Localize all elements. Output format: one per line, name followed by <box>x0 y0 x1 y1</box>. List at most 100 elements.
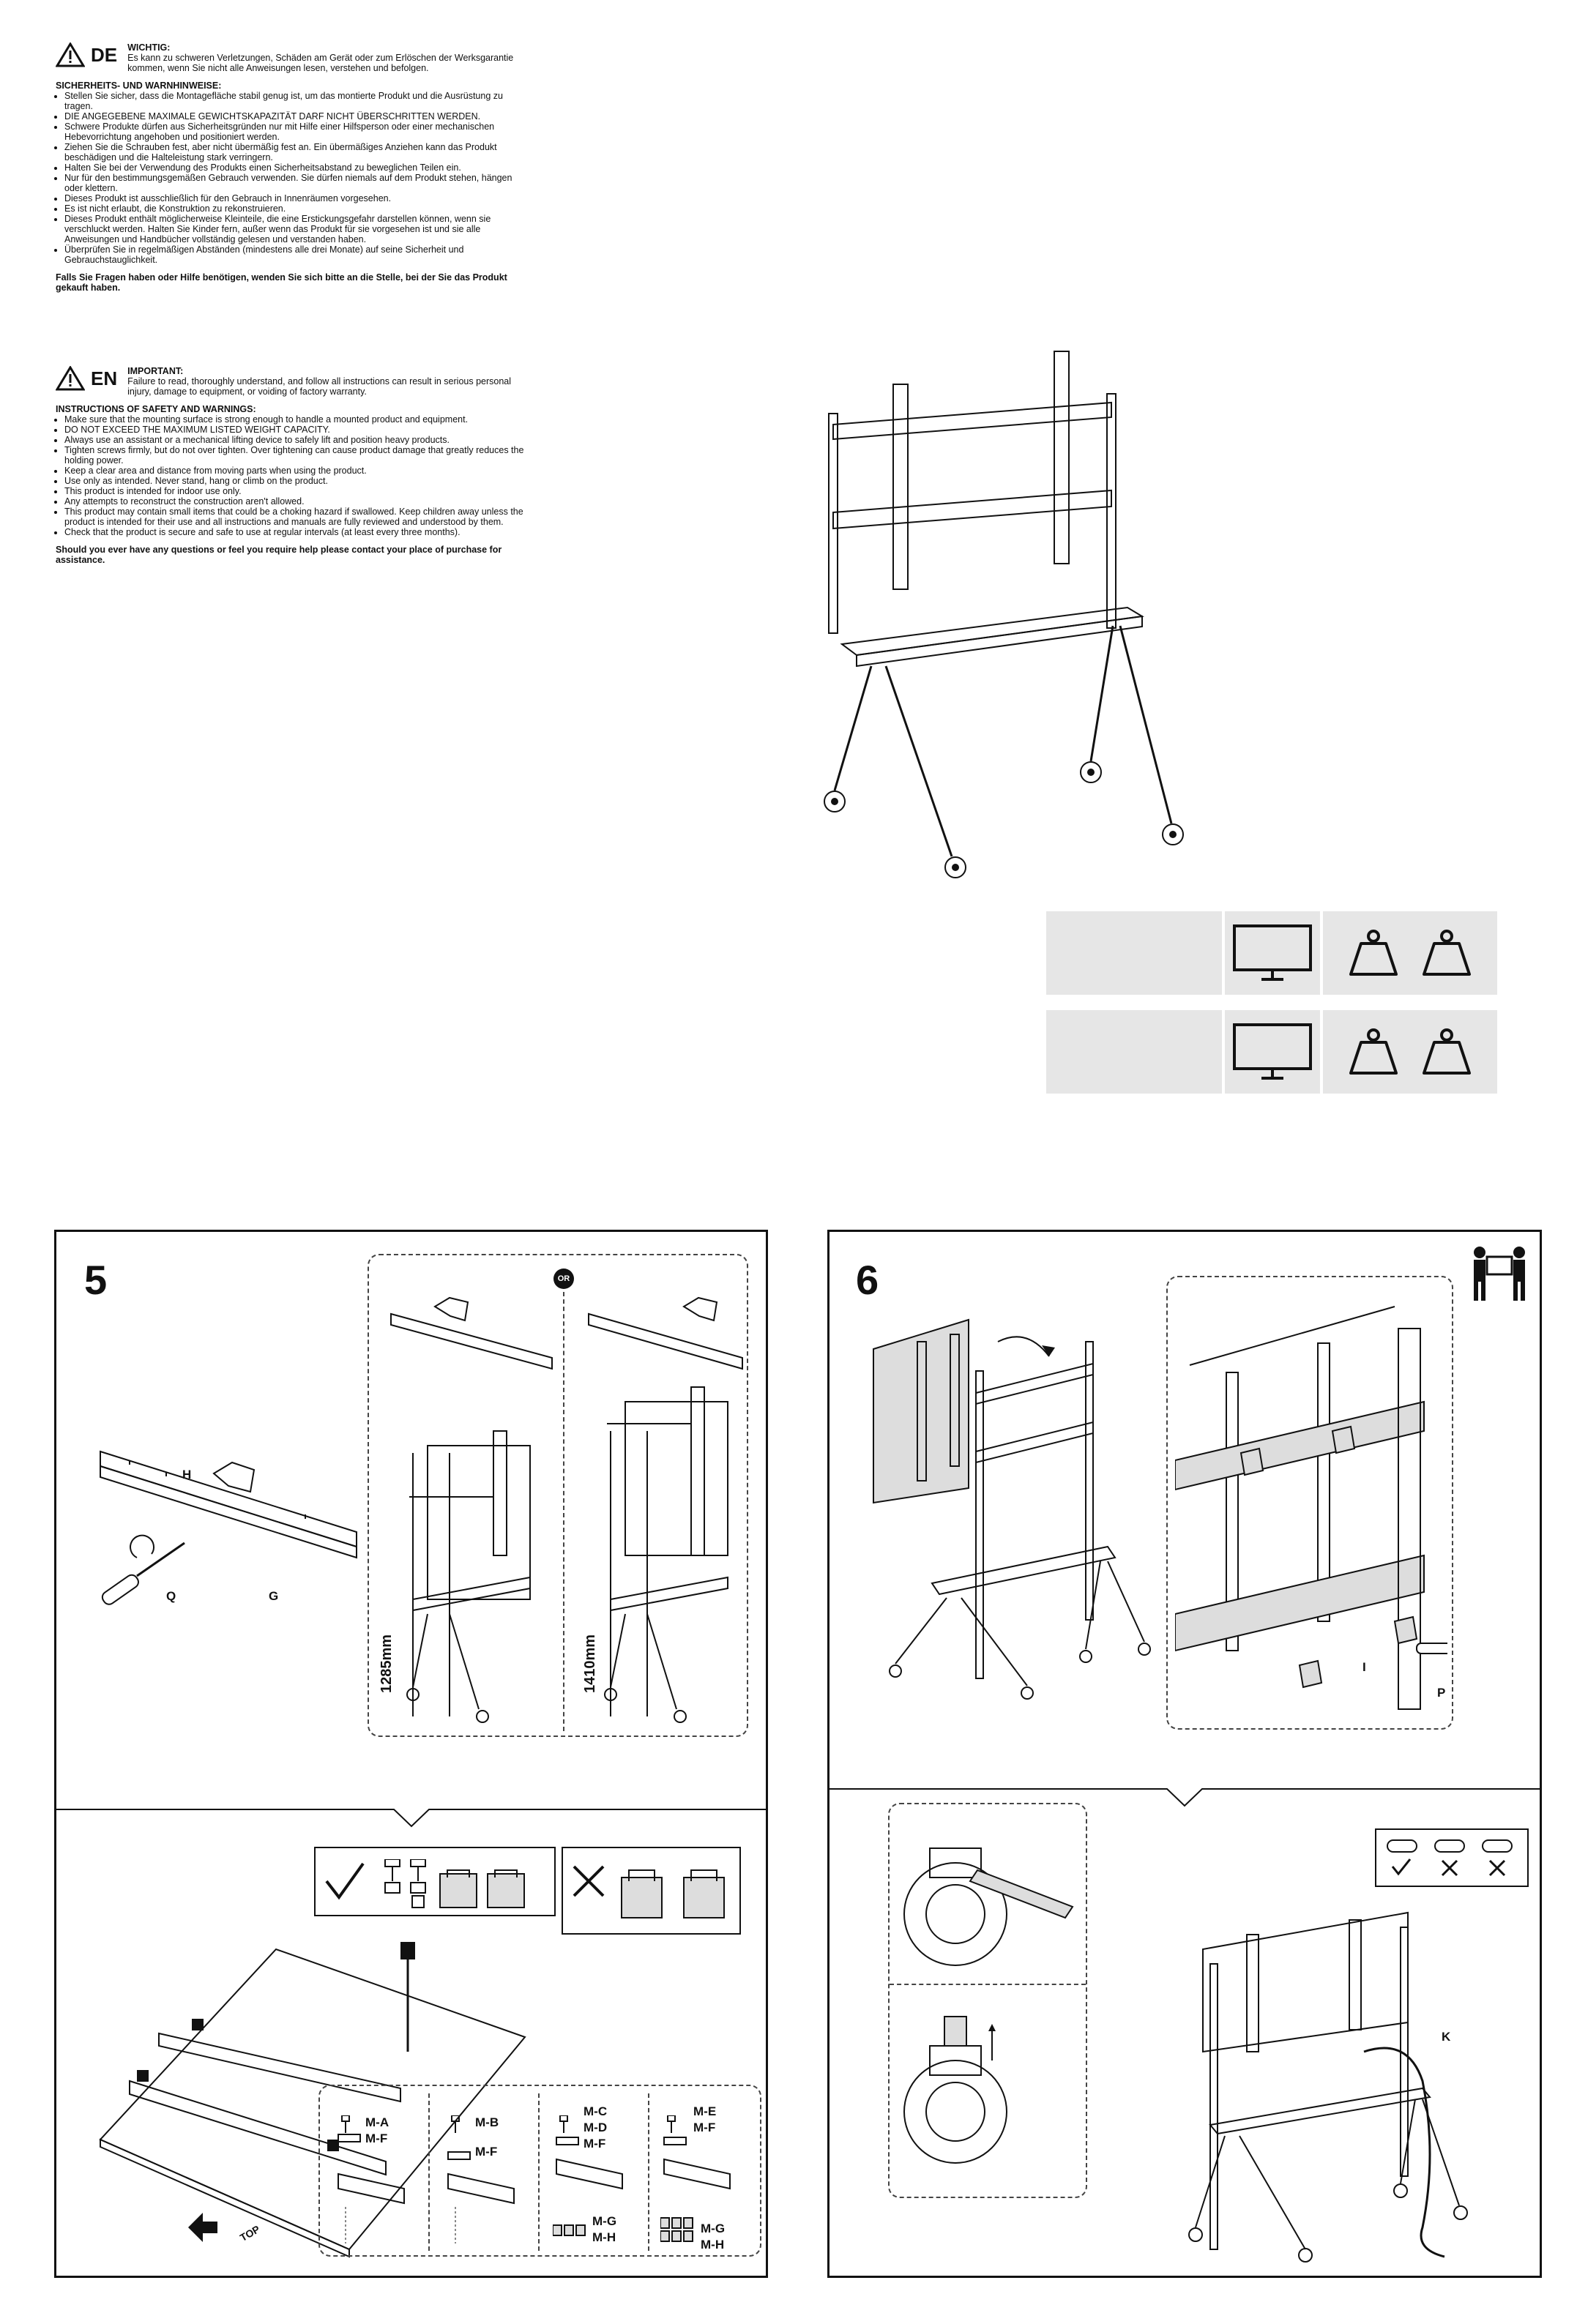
list-item: DO NOT EXCEED THE MAXIMUM LISTED WEIGHT … <box>64 425 524 435</box>
caster-detail-box <box>888 1803 1087 2198</box>
list-item: Überprüfen Sie in regelmäßigen Abständen… <box>64 244 524 265</box>
hw-divider <box>538 2093 540 2251</box>
check-icon <box>325 1862 365 1900</box>
language-code-en: EN <box>91 367 118 389</box>
cross-icon <box>573 1865 605 1897</box>
weight-icon <box>1349 930 1398 976</box>
hw-divider <box>428 2093 430 2251</box>
list-item: Stellen Sie sicher, dass die Montagefläc… <box>64 91 524 111</box>
hw-set-4-illustration <box>660 2115 731 2242</box>
list-item: Es ist nicht erlaubt, die Konstruktion z… <box>64 203 524 214</box>
weight-icon <box>1423 930 1471 976</box>
important-title-de: WICHTIG: <box>127 42 171 53</box>
tv-back-illustration <box>99 1942 526 2258</box>
monitor-icon <box>1233 924 1312 981</box>
monitor-icon <box>1233 1023 1312 1080</box>
language-code-de: DE <box>91 44 118 66</box>
contact-note-de: Falls Sie Fragen haben oder Hilfe benöti… <box>56 272 507 293</box>
spec-label-cell <box>1046 911 1222 995</box>
caster-lock-illustration <box>903 1847 1074 1966</box>
important-title-en: IMPORTANT: <box>127 366 184 376</box>
list-item: This product may contain small items tha… <box>64 507 524 527</box>
step-number: 6 <box>856 1257 879 1303</box>
hw-label: M-H <box>701 2238 725 2252</box>
list-item: Dieses Produkt ist ausschließlich für de… <box>64 193 524 203</box>
list-item: Check that the product is secure and saf… <box>64 527 524 537</box>
safety-list-en: Make sure that the mounting surface is s… <box>56 414 524 537</box>
dimension-1285: 1285mm <box>379 1634 395 1693</box>
bracket-lock-detail-box <box>1166 1276 1453 1730</box>
hw-set-3-illustration <box>553 2115 623 2236</box>
or-badge: OR <box>553 1269 574 1289</box>
wrong-screw-icon <box>621 1869 725 1918</box>
hw-label: M-B <box>475 2115 499 2129</box>
lock-indicator-box <box>1375 1828 1529 1887</box>
screw-icon <box>384 1859 525 1908</box>
label-h: H <box>182 1468 192 1482</box>
divider-notch <box>393 1809 430 1828</box>
important-text-de: Es kann zu schweren Verletzungen, Schäde… <box>127 53 514 73</box>
spec-monitor-cell <box>1225 1010 1320 1094</box>
safety-section-title-en: INSTRUCTIONS OF SAFETY AND WARNINGS: <box>56 404 256 414</box>
hw-label: M-F <box>365 2131 388 2145</box>
spec-row-2 <box>1046 1010 1497 1094</box>
caster-adjust-illustration <box>903 2016 1007 2164</box>
list-item: Schwere Produkte dürfen aus Sicherheitsg… <box>64 122 524 142</box>
hw-label: M-F <box>584 2137 606 2151</box>
list-item: Keep a clear area and distance from movi… <box>64 466 524 476</box>
weight-icon <box>1349 1028 1398 1075</box>
list-item: Nur für den bestimmungsgemäßen Gebrauch … <box>64 173 524 193</box>
lock-state-icons <box>1387 1839 1513 1877</box>
two-people-carry-icon <box>1474 1247 1525 1301</box>
hw-label: M-A <box>365 2115 389 2129</box>
divider-notch <box>1166 1788 1203 1807</box>
step-5-panel: 5 H Q G OR <box>54 1230 768 2278</box>
spec-monitor-cell <box>1225 911 1320 995</box>
hardware-options-box: M-A M-F M-B M-F M-C M-D M-F M-G M-H M-E … <box>318 2085 761 2257</box>
label-k: K <box>1442 2030 1451 2044</box>
tv-stand-illustration <box>824 351 1184 878</box>
safety-list-de: Stellen Sie sicher, dass die Montagefläc… <box>56 91 524 265</box>
spec-row-1 <box>1046 911 1497 995</box>
label-i: I <box>1362 1660 1366 1674</box>
bracket-lock-illustration <box>1175 1306 1447 1710</box>
mount-options-detail-box: OR <box>368 1254 748 1737</box>
hw-label: M-E <box>693 2104 717 2118</box>
list-item: Ziehen Sie die Schrauben fest, aber nich… <box>64 142 524 162</box>
hw-label: M-F <box>475 2145 498 2159</box>
hw-set-1-illustration <box>338 2115 405 2243</box>
list-item: Dieses Produkt enthält möglicherweise Kl… <box>64 214 524 244</box>
option-b-illustration <box>588 1296 743 1723</box>
hw-divider <box>648 2093 649 2251</box>
important-text-en: Failure to read, thoroughly understand, … <box>127 376 512 397</box>
weight-icon <box>1423 1028 1471 1075</box>
list-item: Halten Sie bei der Verwendung des Produk… <box>64 162 524 173</box>
hw-label: M-G <box>592 2214 617 2228</box>
contact-note-en: Should you ever have any questions or fe… <box>56 545 502 565</box>
list-item: Any attempts to reconstruct the construc… <box>64 496 524 507</box>
label-p: P <box>1437 1686 1446 1700</box>
list-item: Make sure that the mounting surface is s… <box>64 414 524 425</box>
hw-label: M-G <box>701 2222 726 2235</box>
spec-label-cell <box>1046 1010 1222 1094</box>
assembled-stand-illustration <box>1188 1911 1468 2263</box>
warning-triangle-icon <box>56 366 85 391</box>
hw-label: M-H <box>592 2230 616 2244</box>
hang-tv-illustration <box>873 1318 1151 1700</box>
list-item: Tighten screws firmly, but do not over t… <box>64 445 524 466</box>
list-item: Use only as intended. Never stand, hang … <box>64 476 524 486</box>
hw-label: M-F <box>693 2121 716 2134</box>
warning-triangle-icon <box>56 42 85 67</box>
dimension-1410: 1410mm <box>582 1634 598 1693</box>
list-item: Always use an assistant or a mechanical … <box>64 435 524 445</box>
label-g: G <box>269 1589 279 1603</box>
de-warning-block: DE WICHTIG: Es kann zu schweren Verletzu… <box>56 42 524 293</box>
label-q: Q <box>166 1589 176 1603</box>
caster-divider <box>890 1984 1086 1985</box>
step-number: 5 <box>84 1257 108 1303</box>
list-item: DIE ANGEGEBENE MAXIMALE GEWICHTSKAPAZITÄ… <box>64 111 524 122</box>
hw-set-2-illustration <box>447 2115 515 2243</box>
options-divider <box>563 1292 564 1731</box>
safety-section-title-de: SICHERHEITS- UND WARNHINWEISE: <box>56 81 222 91</box>
incorrect-usage-box <box>562 1847 741 1935</box>
